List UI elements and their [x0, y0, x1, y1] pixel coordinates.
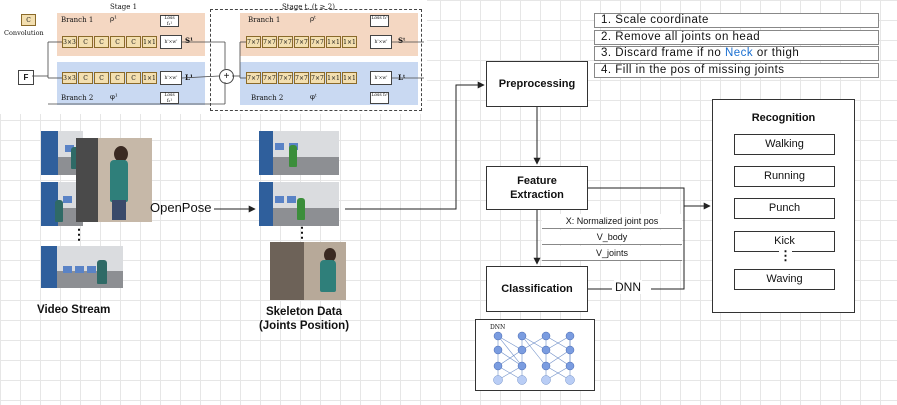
conv-block: 7×7 — [262, 36, 277, 48]
preprocessing-step-4: 4. Fill in the pos of missing joints — [594, 63, 879, 78]
conv-block: C — [110, 36, 125, 48]
stage1-loss-top: Loss f₁¹ — [160, 15, 179, 27]
staget-l-label: Lᵗ — [398, 73, 406, 82]
conv-block: 1×1 — [142, 36, 157, 48]
staget-rho-label: ρᵗ — [310, 15, 316, 23]
staget-s-label: Sᵗ — [398, 36, 406, 45]
conv-block: 1×1 — [326, 72, 341, 84]
conv-block: 7×7 — [278, 36, 293, 48]
openpose-architecture-figure: C Convolution F Stage 1 Branch 1 ρ¹ Bran… — [0, 0, 427, 114]
preprocessing-box: Preprocessing — [486, 61, 588, 107]
conv-block: 1×1 — [342, 36, 357, 48]
openpose-figure-connectors — [32, 41, 424, 105]
skeleton-frame-2 — [259, 182, 339, 226]
conv-block: 1×1 — [326, 36, 341, 48]
stage1-output-s-box: h'×w' — [160, 35, 182, 49]
conv-block: C — [126, 72, 141, 84]
conv-block: 7×7 — [294, 72, 309, 84]
skeleton-data-label: Skeleton Data (Joints Position) — [243, 305, 365, 333]
conv-block: C — [94, 36, 109, 48]
stage1-rho-label: ρ¹ — [110, 15, 117, 23]
conv-block: 7×7 — [262, 72, 277, 84]
conv-block: 7×7 — [246, 72, 261, 84]
video-stream-label: Video Stream — [37, 304, 111, 316]
stage1-phi-label: φ¹ — [110, 93, 118, 101]
feature-extraction-box: Feature Extraction — [486, 166, 588, 210]
staget-phi-label: φᵗ — [310, 93, 317, 101]
skeleton-label-line2: (Joints Position) — [258, 320, 350, 332]
feature-row-normalized-pos: X: Normalized joint pos — [542, 214, 682, 229]
recognition-ellipsis: ⋮ — [779, 248, 792, 263]
convolution-legend-label: Convolution — [4, 29, 44, 37]
feature-row-v-joints: V_joints — [542, 246, 682, 261]
class-punch: Punch — [734, 198, 835, 219]
class-running: Running — [734, 166, 835, 187]
staget-output-s-box: h'×w' — [370, 35, 392, 49]
stage1-s-label: S¹ — [185, 36, 194, 45]
video-person-closeup — [76, 138, 152, 222]
conv-block: C — [78, 72, 93, 84]
conv-block: 3×3 — [62, 36, 77, 48]
dnn-link-label: DNN — [614, 280, 642, 294]
classification-box: Classification — [486, 266, 588, 312]
convolution-legend-block: C — [21, 14, 36, 26]
preprocessing-step-2: 2. Remove all joints on head — [594, 30, 879, 45]
stage1-title: Stage 1 — [110, 3, 138, 11]
video-ellipsis: ⋮ — [72, 226, 86, 242]
stage1-branch1-label: Branch 1 — [61, 16, 94, 24]
feature-extraction-line2: Extraction — [510, 189, 564, 201]
skeleton-frame-1 — [259, 131, 339, 175]
input-feature-map: F — [18, 70, 34, 85]
conv-block: 7×7 — [278, 72, 293, 84]
preprocessing-step-3: 3. Discard frame if no Neck or thigh — [594, 46, 879, 61]
conv-block: 7×7 — [310, 72, 325, 84]
skeleton-ellipsis: ⋮ — [295, 224, 309, 240]
staget-loss-top: Loss f₁ᵗ — [370, 15, 389, 27]
conv-block: 1×1 — [342, 72, 357, 84]
stage1-output-l-box: h'×w' — [160, 71, 182, 85]
dnn-network-graphic — [493, 331, 575, 385]
dnn-thumbnail: DNN — [475, 319, 595, 391]
class-kick: Kick — [734, 231, 835, 252]
preprocessing-step-1: 1. Scale coordinate — [594, 13, 879, 28]
recognition-title: Recognition — [751, 112, 816, 124]
conv-block: 7×7 — [294, 36, 309, 48]
conv-block: C — [126, 36, 141, 48]
video-frame-n — [41, 246, 123, 288]
skeleton-person-closeup — [270, 242, 346, 300]
conv-block: 3×3 — [62, 72, 77, 84]
dnn-thumbnail-label: DNN — [490, 324, 506, 331]
feature-extraction-line1: Feature — [517, 175, 557, 187]
stage1-branch2-label: Branch 2 — [61, 94, 94, 102]
conv-block: C — [94, 72, 109, 84]
conv-block: 1×1 — [142, 72, 157, 84]
staget-branch2-label: Branch 2 — [251, 94, 284, 102]
staget-title: Stage t, (t ≥ 2) — [282, 3, 335, 11]
staget-branch1-label: Branch 1 — [248, 16, 281, 24]
class-waving: Waving — [734, 269, 835, 290]
conv-block: C — [110, 72, 125, 84]
conv-block: 7×7 — [246, 36, 261, 48]
staget-dashed-frame — [210, 9, 422, 111]
conv-block: 7×7 — [310, 36, 325, 48]
concat-node: + — [219, 69, 234, 84]
skeleton-label-line1: Skeleton Data — [265, 306, 343, 318]
stage1-loss-bottom: Loss f₂¹ — [160, 92, 179, 104]
openpose-label: OpenPose — [150, 200, 212, 215]
conv-block: C — [78, 36, 93, 48]
feature-row-v-body: V_body — [542, 230, 682, 245]
class-walking: Walking — [734, 134, 835, 155]
